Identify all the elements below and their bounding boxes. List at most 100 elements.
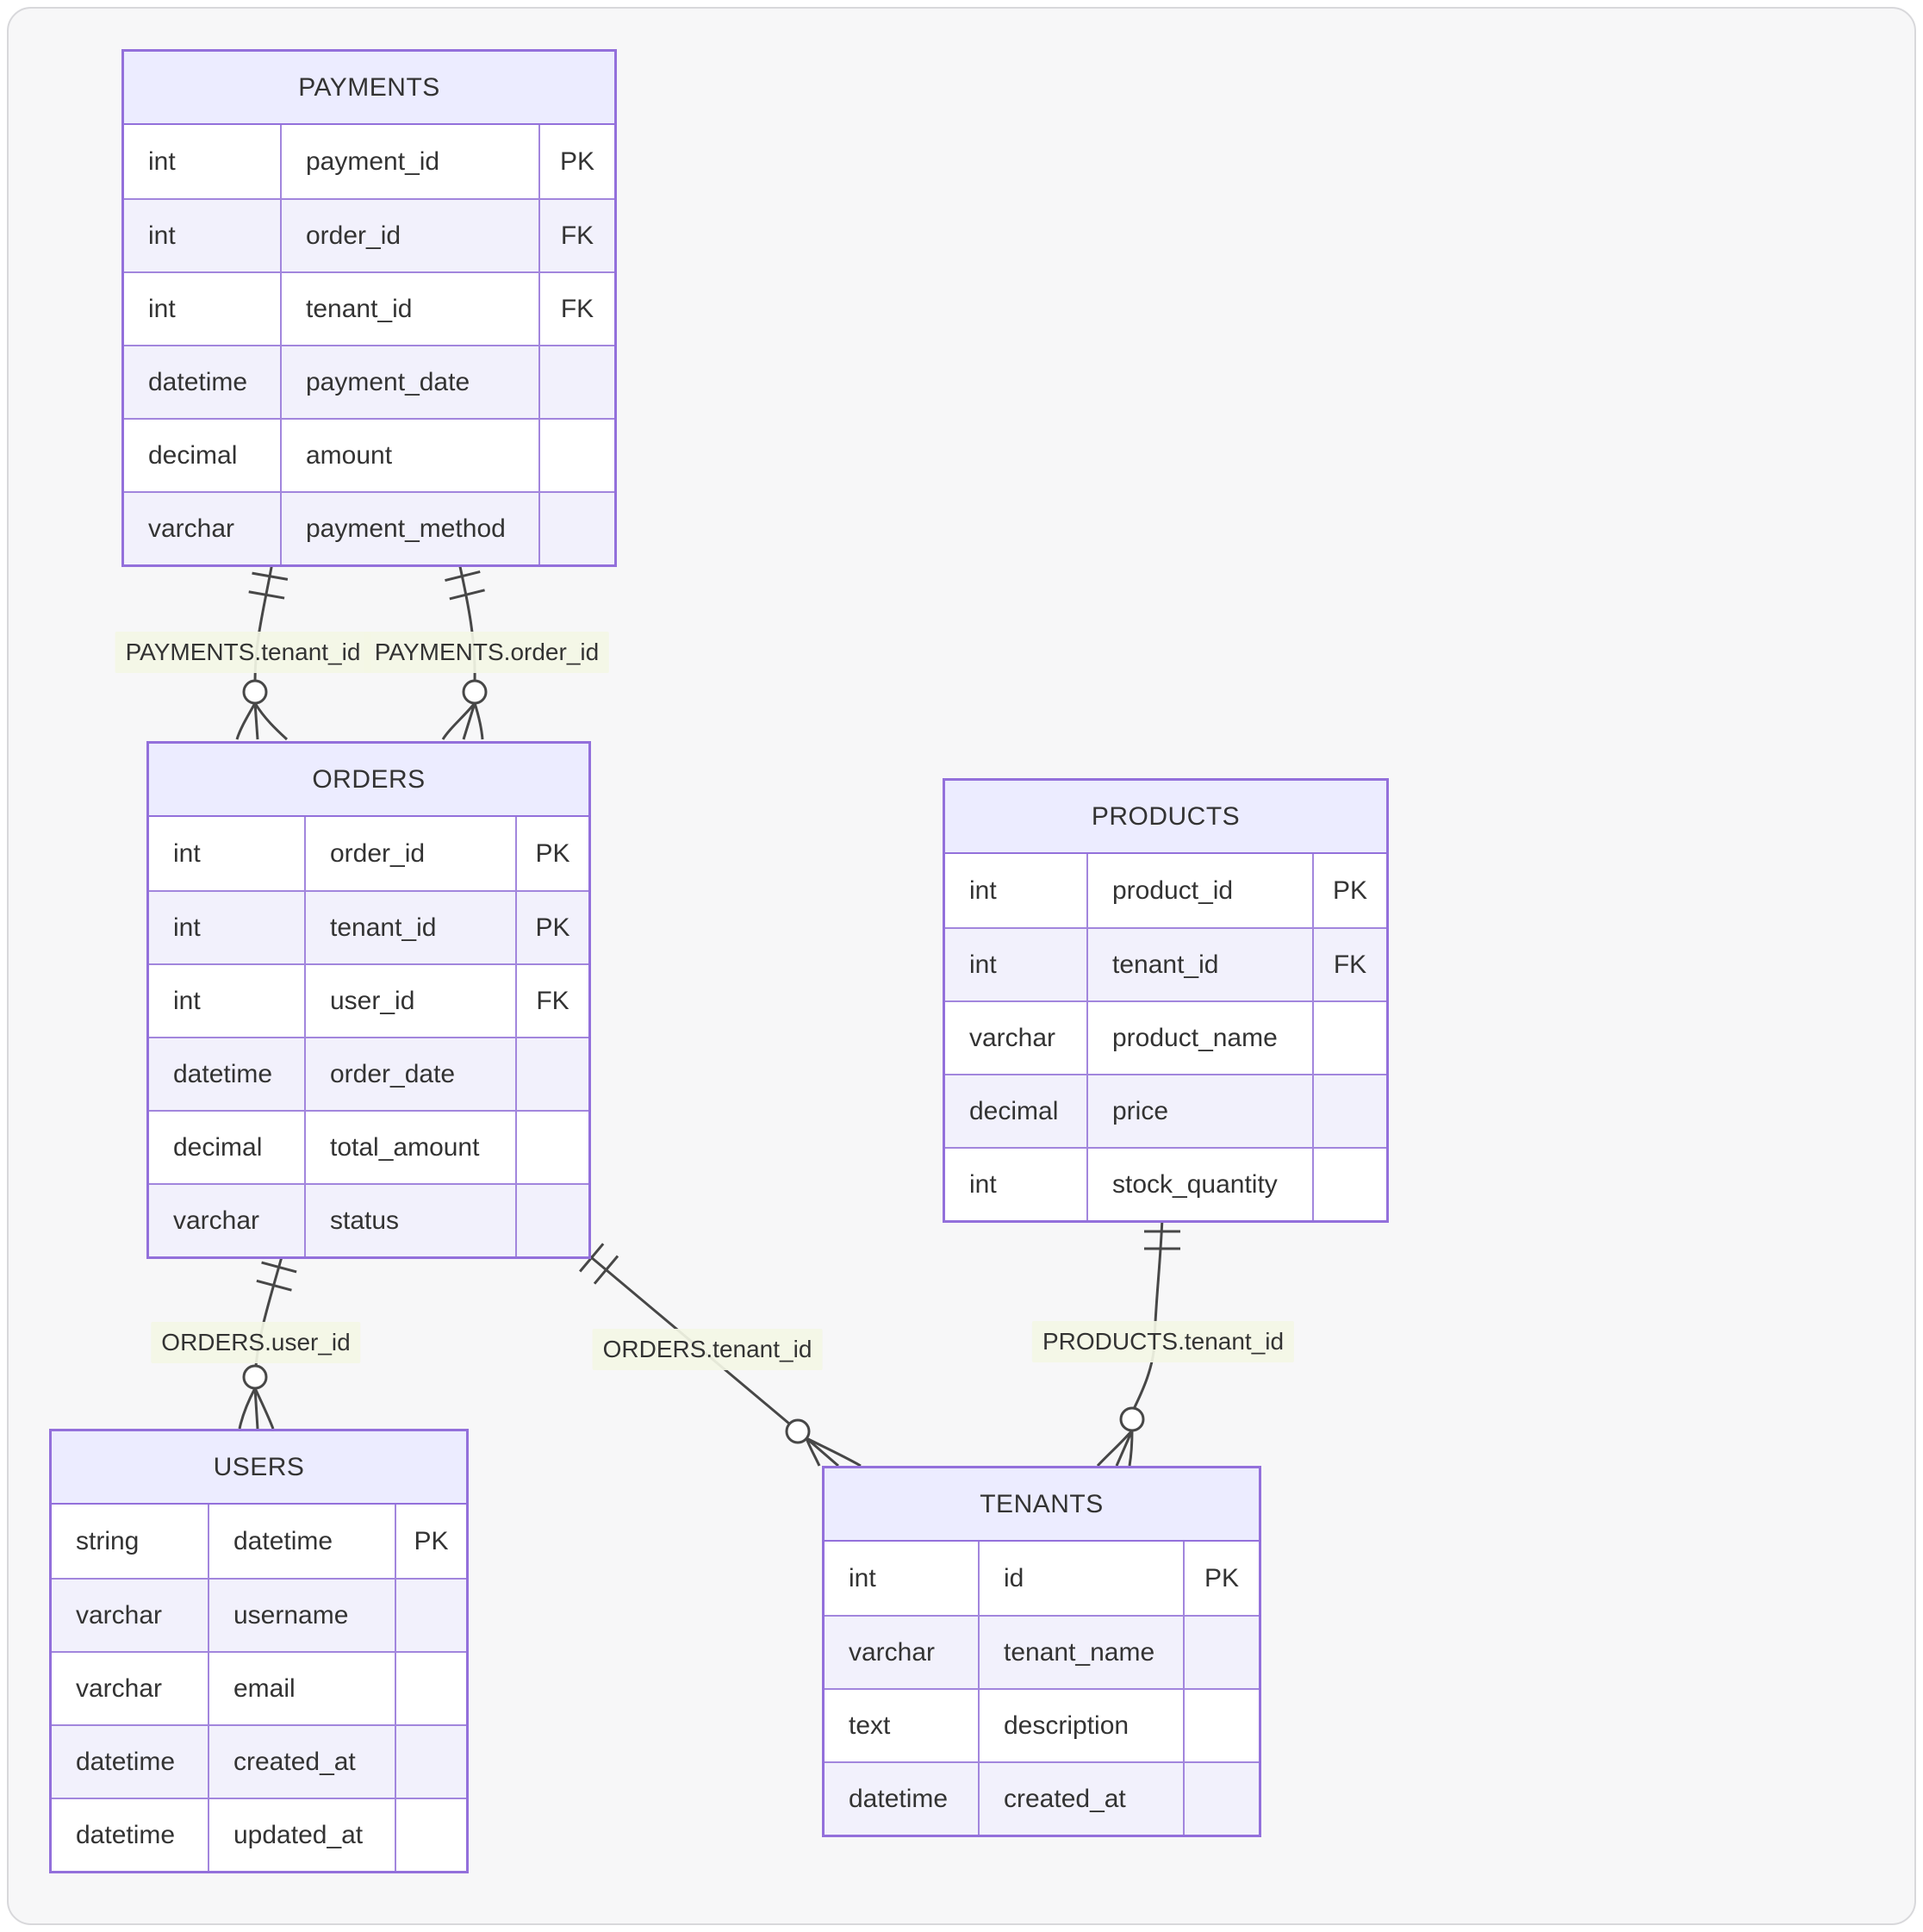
relationship-label-payments-order-id: PAYMENTS.order_id — [364, 632, 610, 673]
attribute-key-cell — [395, 1798, 466, 1871]
attribute-type-cell: decimal — [149, 1110, 304, 1183]
attribute-key-cell — [515, 1183, 588, 1256]
attribute-type-cell: int — [945, 927, 1086, 1000]
attribute-key-cell — [1312, 1074, 1386, 1147]
attribute-type-cell: decimal — [124, 418, 280, 491]
relationship-label-payments-tenant-id: PAYMENTS.tenant_id — [115, 632, 371, 673]
relationship-label-orders-user-id: ORDERS.user_id — [151, 1322, 361, 1363]
attribute-type-cell: int — [945, 1147, 1086, 1220]
attribute-name-cell: payment_id — [280, 125, 538, 198]
attribute-key-cell — [395, 1724, 466, 1798]
attribute-name-cell: price — [1086, 1074, 1312, 1147]
attribute-type-cell: datetime — [52, 1724, 208, 1798]
attribute-key-cell: PK — [538, 125, 614, 198]
attribute-key-cell — [1312, 1147, 1386, 1220]
attribute-type-cell: datetime — [149, 1037, 304, 1110]
attribute-key-cell: PK — [1312, 854, 1386, 927]
relationship-label-orders-tenant-id: ORDERS.tenant_id — [592, 1329, 823, 1370]
attribute-key-cell — [395, 1651, 466, 1724]
attribute-type-cell: varchar — [945, 1000, 1086, 1074]
attribute-key-cell: PK — [515, 817, 588, 890]
attribute-name-cell: product_id — [1086, 854, 1312, 927]
attribute-name-cell: payment_date — [280, 345, 538, 418]
attribute-type-cell: text — [825, 1688, 978, 1761]
attribute-name-cell: description — [978, 1688, 1183, 1761]
attribute-name-cell: order_id — [280, 198, 538, 271]
attribute-name-cell: status — [304, 1183, 515, 1256]
attribute-name-cell: created_at — [978, 1761, 1183, 1835]
attribute-key-cell — [1183, 1615, 1259, 1688]
attribute-key-cell — [1183, 1761, 1259, 1835]
attribute-type-cell: int — [945, 854, 1086, 927]
entity-title: USERS — [52, 1431, 466, 1505]
attribute-type-cell: varchar — [825, 1615, 978, 1688]
attribute-name-cell: order_id — [304, 817, 515, 890]
attribute-name-cell: datetime — [208, 1505, 395, 1578]
attribute-name-cell: payment_method — [280, 491, 538, 564]
attribute-key-cell — [395, 1578, 466, 1651]
attribute-key-cell: PK — [1183, 1542, 1259, 1615]
attribute-key-cell: PK — [515, 890, 588, 963]
attribute-name-cell: tenant_id — [280, 271, 538, 345]
attribute-key-cell — [515, 1037, 588, 1110]
attribute-key-cell: FK — [538, 271, 614, 345]
attribute-type-cell: int — [124, 198, 280, 271]
attribute-type-cell: int — [149, 817, 304, 890]
attribute-key-cell: FK — [538, 198, 614, 271]
relationship-label-products-tenant-id: PRODUCTS.tenant_id — [1031, 1321, 1295, 1362]
entity-title: PRODUCTS — [945, 781, 1386, 854]
attribute-name-cell: order_date — [304, 1037, 515, 1110]
attribute-type-cell: int — [149, 890, 304, 963]
attribute-key-cell — [515, 1110, 588, 1183]
attribute-type-cell: datetime — [124, 345, 280, 418]
attribute-key-cell — [1183, 1688, 1259, 1761]
attribute-name-cell: tenant_id — [304, 890, 515, 963]
attribute-type-cell: datetime — [52, 1798, 208, 1871]
attribute-key-cell — [538, 491, 614, 564]
attribute-type-cell: int — [149, 963, 304, 1037]
attribute-key-cell: FK — [1312, 927, 1386, 1000]
attribute-type-cell: datetime — [825, 1761, 978, 1835]
attribute-name-cell: username — [208, 1578, 395, 1651]
attribute-name-cell: total_amount — [304, 1110, 515, 1183]
attribute-name-cell: amount — [280, 418, 538, 491]
attribute-name-cell: email — [208, 1651, 395, 1724]
attribute-type-cell: decimal — [945, 1074, 1086, 1147]
entity-title: PAYMENTS — [124, 52, 614, 125]
attribute-type-cell: varchar — [124, 491, 280, 564]
attribute-name-cell: tenant_id — [1086, 927, 1312, 1000]
attribute-key-cell: FK — [515, 963, 588, 1037]
entity-title: TENANTS — [825, 1468, 1259, 1542]
attribute-name-cell: user_id — [304, 963, 515, 1037]
attribute-name-cell: product_name — [1086, 1000, 1312, 1074]
